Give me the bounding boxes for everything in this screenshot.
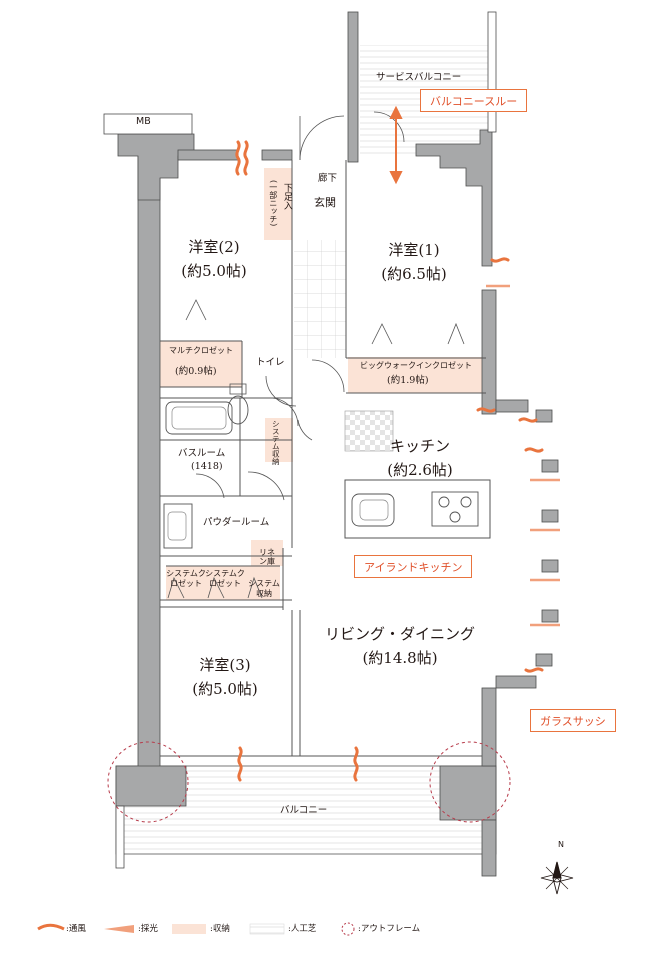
bathroom-size: (1418) — [191, 461, 223, 472]
balcony-through-arrow — [389, 105, 403, 185]
western-room-2-size: (約5.0帖) — [181, 262, 247, 280]
wash-basin — [163, 503, 193, 549]
toilet-bowl — [227, 395, 249, 425]
interior-walls — [160, 160, 491, 757]
western-room-2-name: 洋室(2) — [188, 238, 240, 256]
system-closet-b-label: システムクロゼット — [205, 569, 245, 588]
system-storage-vertical-label: システム収納 — [271, 420, 281, 465]
service-balcony-label: サービスバルコニー — [376, 72, 462, 83]
multi-closet-label: マルチクロゼット — [169, 346, 233, 355]
mb-label: MB — [136, 116, 151, 127]
walk-in-closet-label: ビッグウォークインクロゼット — [360, 361, 472, 370]
walk-in-closet-size: (約1.9帖) — [387, 375, 429, 386]
legend-storage: :収納 — [210, 924, 230, 934]
kitchen-name: キッチン — [389, 437, 451, 455]
kitchen-size: (約2.6帖) — [387, 461, 453, 479]
western-room-3-size: (約5.0帖) — [192, 680, 258, 698]
kitchen-box — [344, 410, 394, 452]
entrance-floor — [294, 240, 346, 358]
storage-areas — [160, 168, 483, 600]
outframe-circle-left — [107, 741, 189, 823]
glass-sash-tag: ガラスサッシ — [530, 709, 616, 732]
shoe-storage-note: (一部ニッチ) — [268, 180, 278, 227]
living-dining-name: リビング・ダイニング — [324, 625, 476, 643]
balcony-through-tag: バルコニースルー — [420, 89, 528, 112]
island-kitchen-tag: アイランドキッチン — [354, 555, 473, 578]
daylight-marks — [486, 284, 560, 627]
living-dining-size: (約14.8帖) — [362, 649, 438, 667]
hallway-label: 廊下 — [318, 173, 338, 184]
compass-icon — [540, 861, 574, 895]
system-closet-a-label: システムクロゼット — [166, 569, 206, 588]
legend-daylight: :採光 — [138, 924, 158, 934]
linen-label: リネン庫 — [259, 548, 275, 566]
powder-room-label: パウダールーム — [203, 517, 270, 528]
system-storage-label: システム収納 — [248, 579, 280, 598]
bathtub — [165, 401, 233, 435]
toilet-label: トイレ — [256, 357, 285, 368]
doors — [167, 111, 465, 599]
legend-outframe: :アウトフレーム — [358, 924, 421, 934]
western-room-1-size: (約6.5帖) — [381, 265, 447, 283]
legend-swatches — [37, 922, 355, 936]
balcony-label: バルコニー — [280, 805, 328, 816]
multi-closet-size: (約0.9帖) — [175, 366, 217, 377]
legend-artificial-turf: :人工芝 — [288, 924, 317, 934]
legend-ventilation: :通風 — [66, 924, 86, 934]
compass-north-label: N — [558, 840, 564, 849]
outframe-circle-right — [429, 741, 511, 823]
ventilation-marks — [235, 140, 544, 782]
western-room-3-name: 洋室(3) — [199, 656, 251, 674]
entrance-label: 玄関 — [314, 196, 336, 209]
shoe-storage-label: 下足入 — [281, 183, 292, 210]
western-room-1-name: 洋室(1) — [388, 241, 440, 259]
walls — [103, 11, 559, 877]
kitchen-sink — [351, 493, 395, 527]
stove — [431, 491, 479, 527]
bathroom-label: バスルーム — [178, 448, 226, 459]
